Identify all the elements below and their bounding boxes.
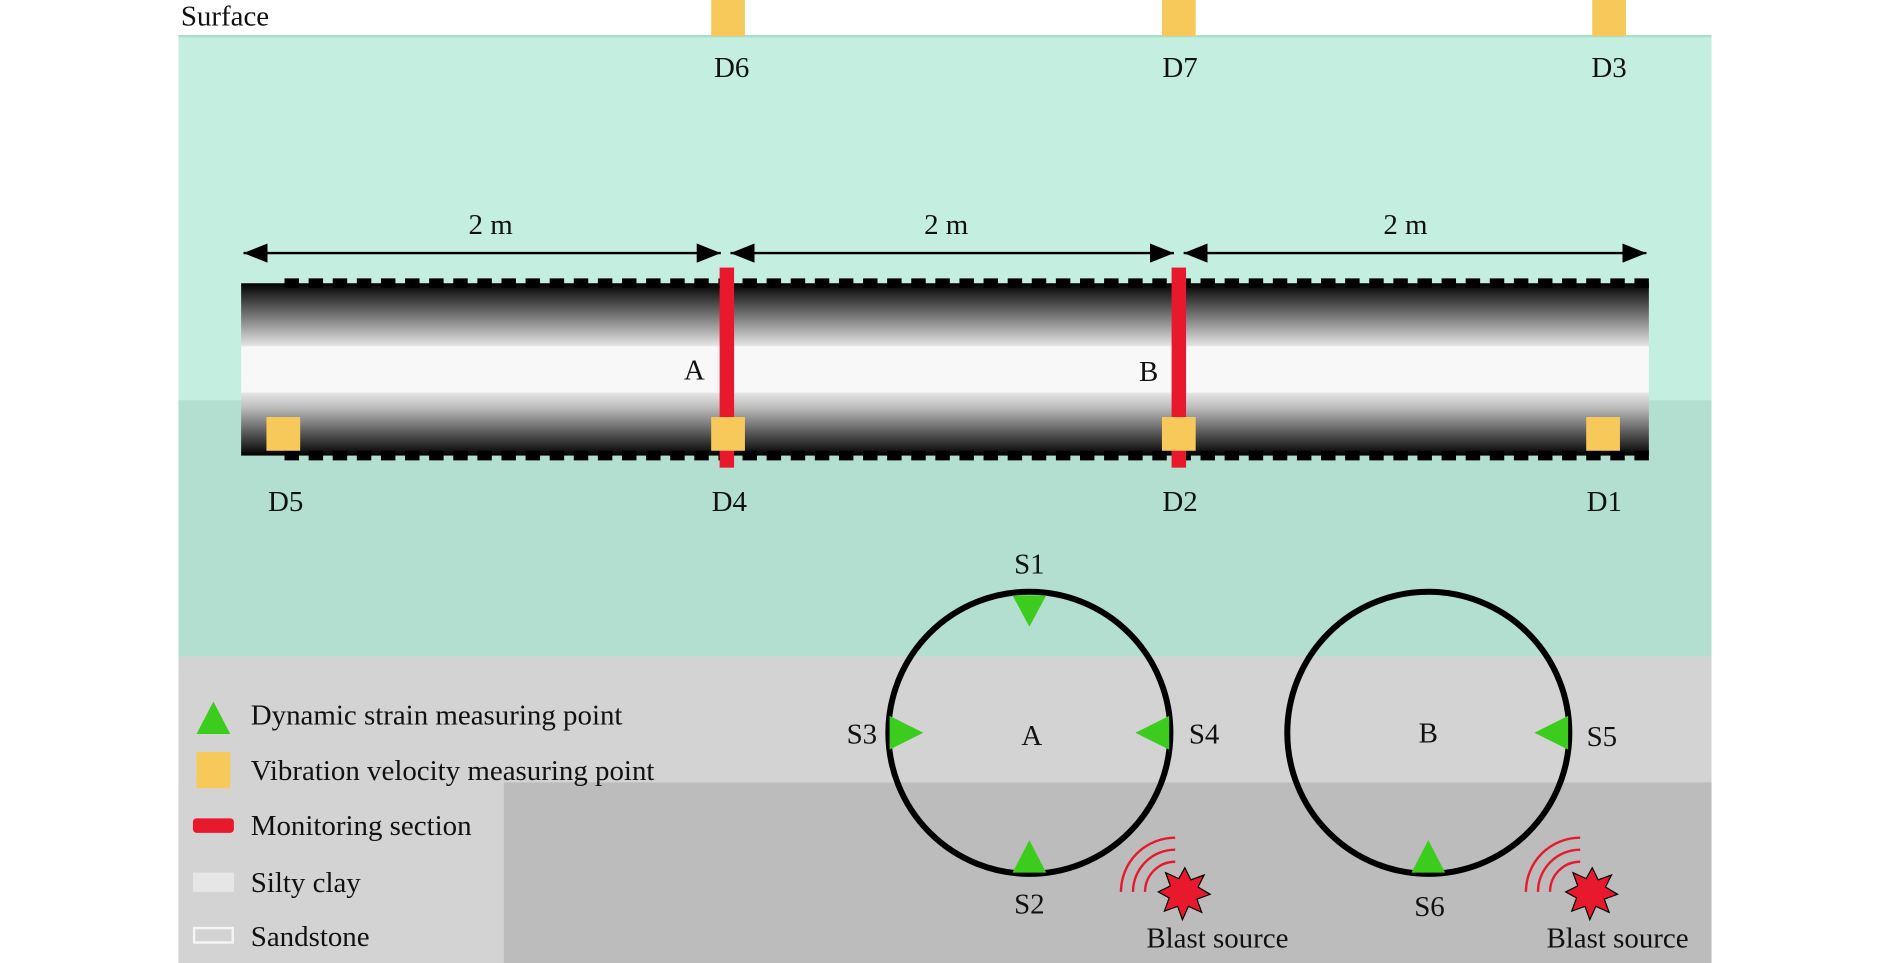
legend-label: Monitoring section — [251, 810, 472, 842]
svg-text:D5: D5 — [268, 486, 303, 518]
legend-velocity-icon — [196, 752, 231, 789]
legend-section-icon — [192, 818, 234, 833]
svg-text:S4: S4 — [1189, 719, 1220, 751]
velocity-point-d2: D2 — [1161, 417, 1198, 518]
svg-text:D4: D4 — [712, 486, 747, 518]
legend-label: Vibration velocity measuring point — [251, 755, 655, 787]
svg-text:D2: D2 — [1162, 486, 1197, 518]
strain-point-s1 — [1012, 595, 1047, 627]
legend-label: Silty clay — [251, 867, 362, 899]
legend-sandstone-icon — [192, 926, 234, 944]
svg-text:B: B — [1419, 717, 1438, 749]
svg-text:S3: S3 — [847, 719, 878, 751]
blast-source-b: Blast source — [1524, 836, 1689, 954]
svg-text:S5: S5 — [1587, 721, 1618, 753]
distance-label: 2 m — [924, 209, 969, 241]
cross-section-b: B S5 S6 — [1284, 588, 1618, 923]
svg-text:D7: D7 — [1162, 52, 1197, 84]
svg-text:S2: S2 — [1014, 889, 1045, 921]
surface-point-d6: D6 — [711, 0, 749, 84]
blast-source-label: Blast source — [1146, 922, 1288, 954]
surface-point-d3: D3 — [1591, 0, 1627, 84]
svg-text:A: A — [1021, 720, 1042, 752]
section-b-label: B — [1139, 356, 1158, 388]
svg-text:S1: S1 — [1014, 549, 1045, 581]
svg-text:D3: D3 — [1591, 52, 1626, 84]
legend-silty-clay-icon — [192, 872, 234, 892]
blast-source-label: Blast source — [1546, 922, 1688, 954]
legend-label: Sandstone — [251, 921, 370, 953]
strain-point-s4 — [1135, 715, 1170, 750]
strain-point-s3 — [889, 715, 924, 750]
strain-point-s6 — [1411, 840, 1446, 873]
velocity-point-d1: D1 — [1586, 417, 1622, 518]
strain-point-s5 — [1534, 715, 1569, 750]
strain-point-s2 — [1012, 840, 1047, 873]
blast-source-a: Blast source — [1119, 836, 1288, 954]
distance-label: 2 m — [469, 209, 514, 241]
sandstone-layer — [178, 656, 1712, 783]
velocity-point-d4: D4 — [711, 417, 747, 518]
surface-point-d7: D7 — [1161, 0, 1198, 84]
section-a-label: A — [684, 355, 705, 387]
dimension-lines: 2 m 2 m 2 m — [243, 209, 1647, 263]
distance-label: 2 m — [1383, 209, 1428, 241]
svg-text:D6: D6 — [714, 52, 749, 84]
svg-text:D1: D1 — [1587, 486, 1622, 518]
legend-strain-icon — [196, 701, 231, 735]
surface-label: Surface — [181, 0, 269, 32]
tunnel-pipe — [241, 278, 1649, 461]
legend: Dynamic strain measuring point Vibration… — [192, 699, 655, 953]
svg-text:S6: S6 — [1414, 891, 1445, 923]
cross-section-a: A S1 S2 S3 S4 — [847, 549, 1220, 921]
legend-label: Dynamic strain measuring point — [251, 699, 623, 731]
velocity-point-d5: D5 — [266, 417, 303, 518]
